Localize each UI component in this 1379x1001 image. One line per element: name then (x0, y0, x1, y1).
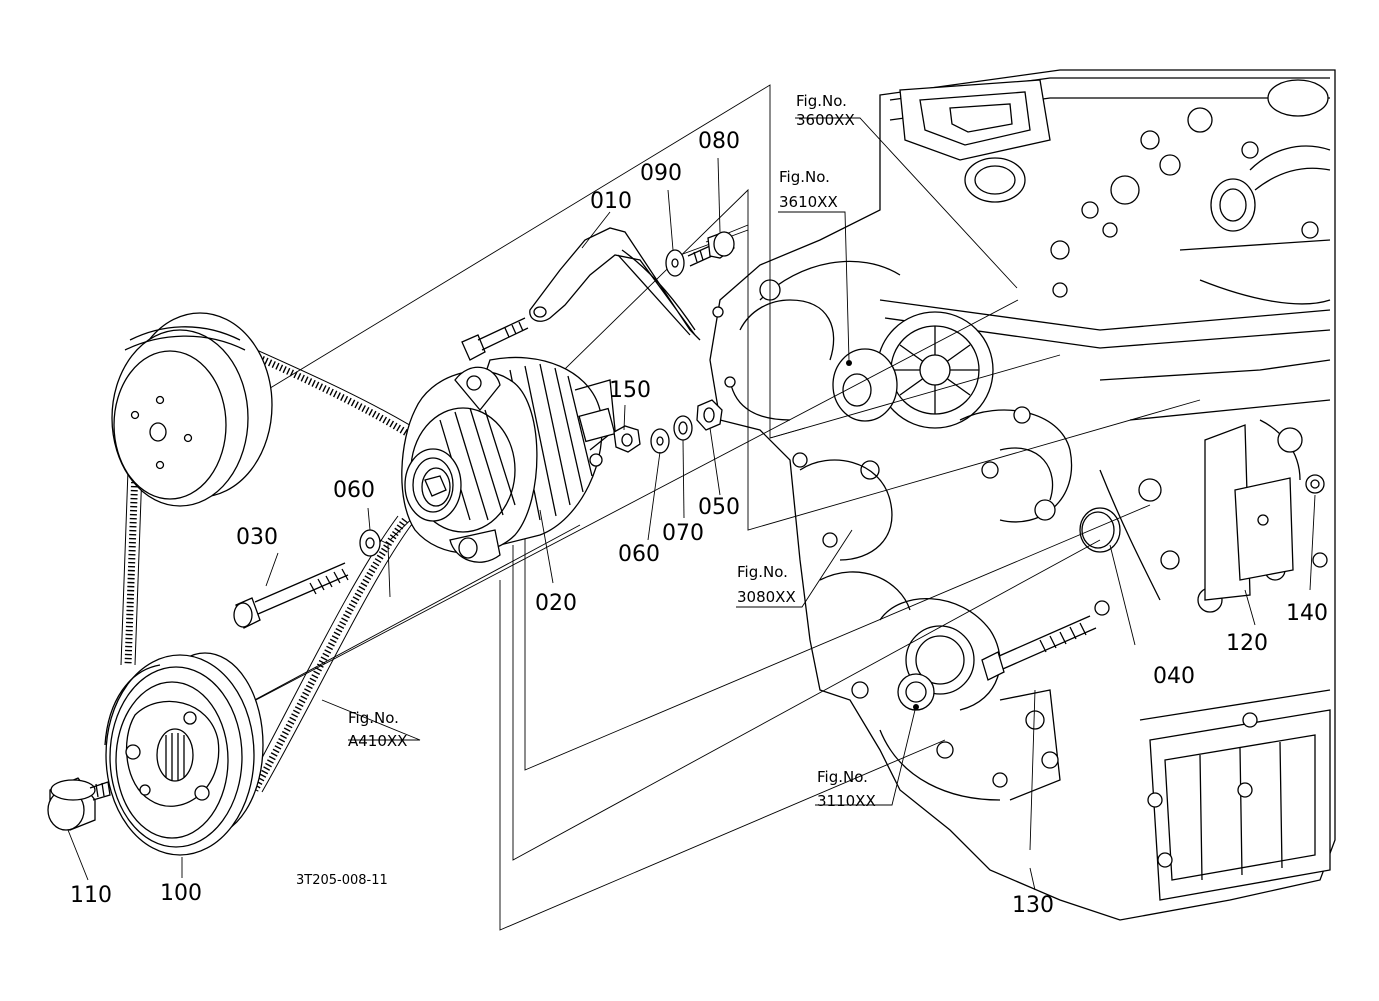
figure-references: Fig.No. 3600XX Fig.No. 3610XX Fig.No. 30… (348, 92, 876, 810)
fig-ref-3110-line2: 3110XX (817, 792, 876, 810)
engine-block (709, 69, 1336, 921)
label-120: 120 (1226, 631, 1268, 656)
fig-ref-3610-line2: 3610XX (779, 193, 838, 211)
crank-pulley (104, 652, 264, 856)
fan-pulley (111, 312, 273, 507)
label-070: 070 (662, 521, 704, 546)
small-hardware (613, 399, 723, 454)
fig-ref-3110-line1: Fig.No. (817, 768, 868, 786)
label-110: 110 (70, 883, 112, 908)
fig-ref-3610-line1: Fig.No. (779, 168, 830, 186)
leader-lines (67, 117, 1316, 891)
fig-ref-a410-line1: Fig.No. (348, 709, 399, 727)
label-090: 090 (640, 161, 682, 186)
label-060-left: 060 (333, 478, 375, 503)
bolt-080 (665, 231, 735, 277)
label-100: 100 (160, 881, 202, 906)
label-030: 030 (236, 525, 278, 550)
crank-bolt (47, 777, 111, 831)
drawing-code: 3T205-008-11 (296, 873, 388, 888)
alternator (401, 356, 616, 563)
label-050: 050 (698, 495, 740, 520)
part-labels: 010 090 080 150 060 070 050 060 030 020 … (70, 129, 1328, 918)
tension-bracket (529, 227, 701, 341)
adjust-bolt (461, 317, 529, 361)
label-140: 140 (1286, 601, 1328, 626)
label-010: 010 (590, 189, 632, 214)
label-080: 080 (698, 129, 740, 154)
fig-ref-a410-line2: A410XX (348, 732, 407, 750)
fig-ref-3080-line2: 3080XX (737, 588, 796, 606)
fig-ref-3080-line1: Fig.No. (737, 563, 788, 581)
label-130: 130 (1012, 893, 1054, 918)
fig-ref-3600-line2: 3600XX (796, 111, 855, 129)
label-040: 040 (1153, 664, 1195, 689)
label-020: 020 (535, 591, 577, 616)
label-060-right: 060 (618, 542, 660, 567)
label-150: 150 (609, 378, 651, 403)
fig-ref-3600-line1: Fig.No. (796, 92, 847, 110)
